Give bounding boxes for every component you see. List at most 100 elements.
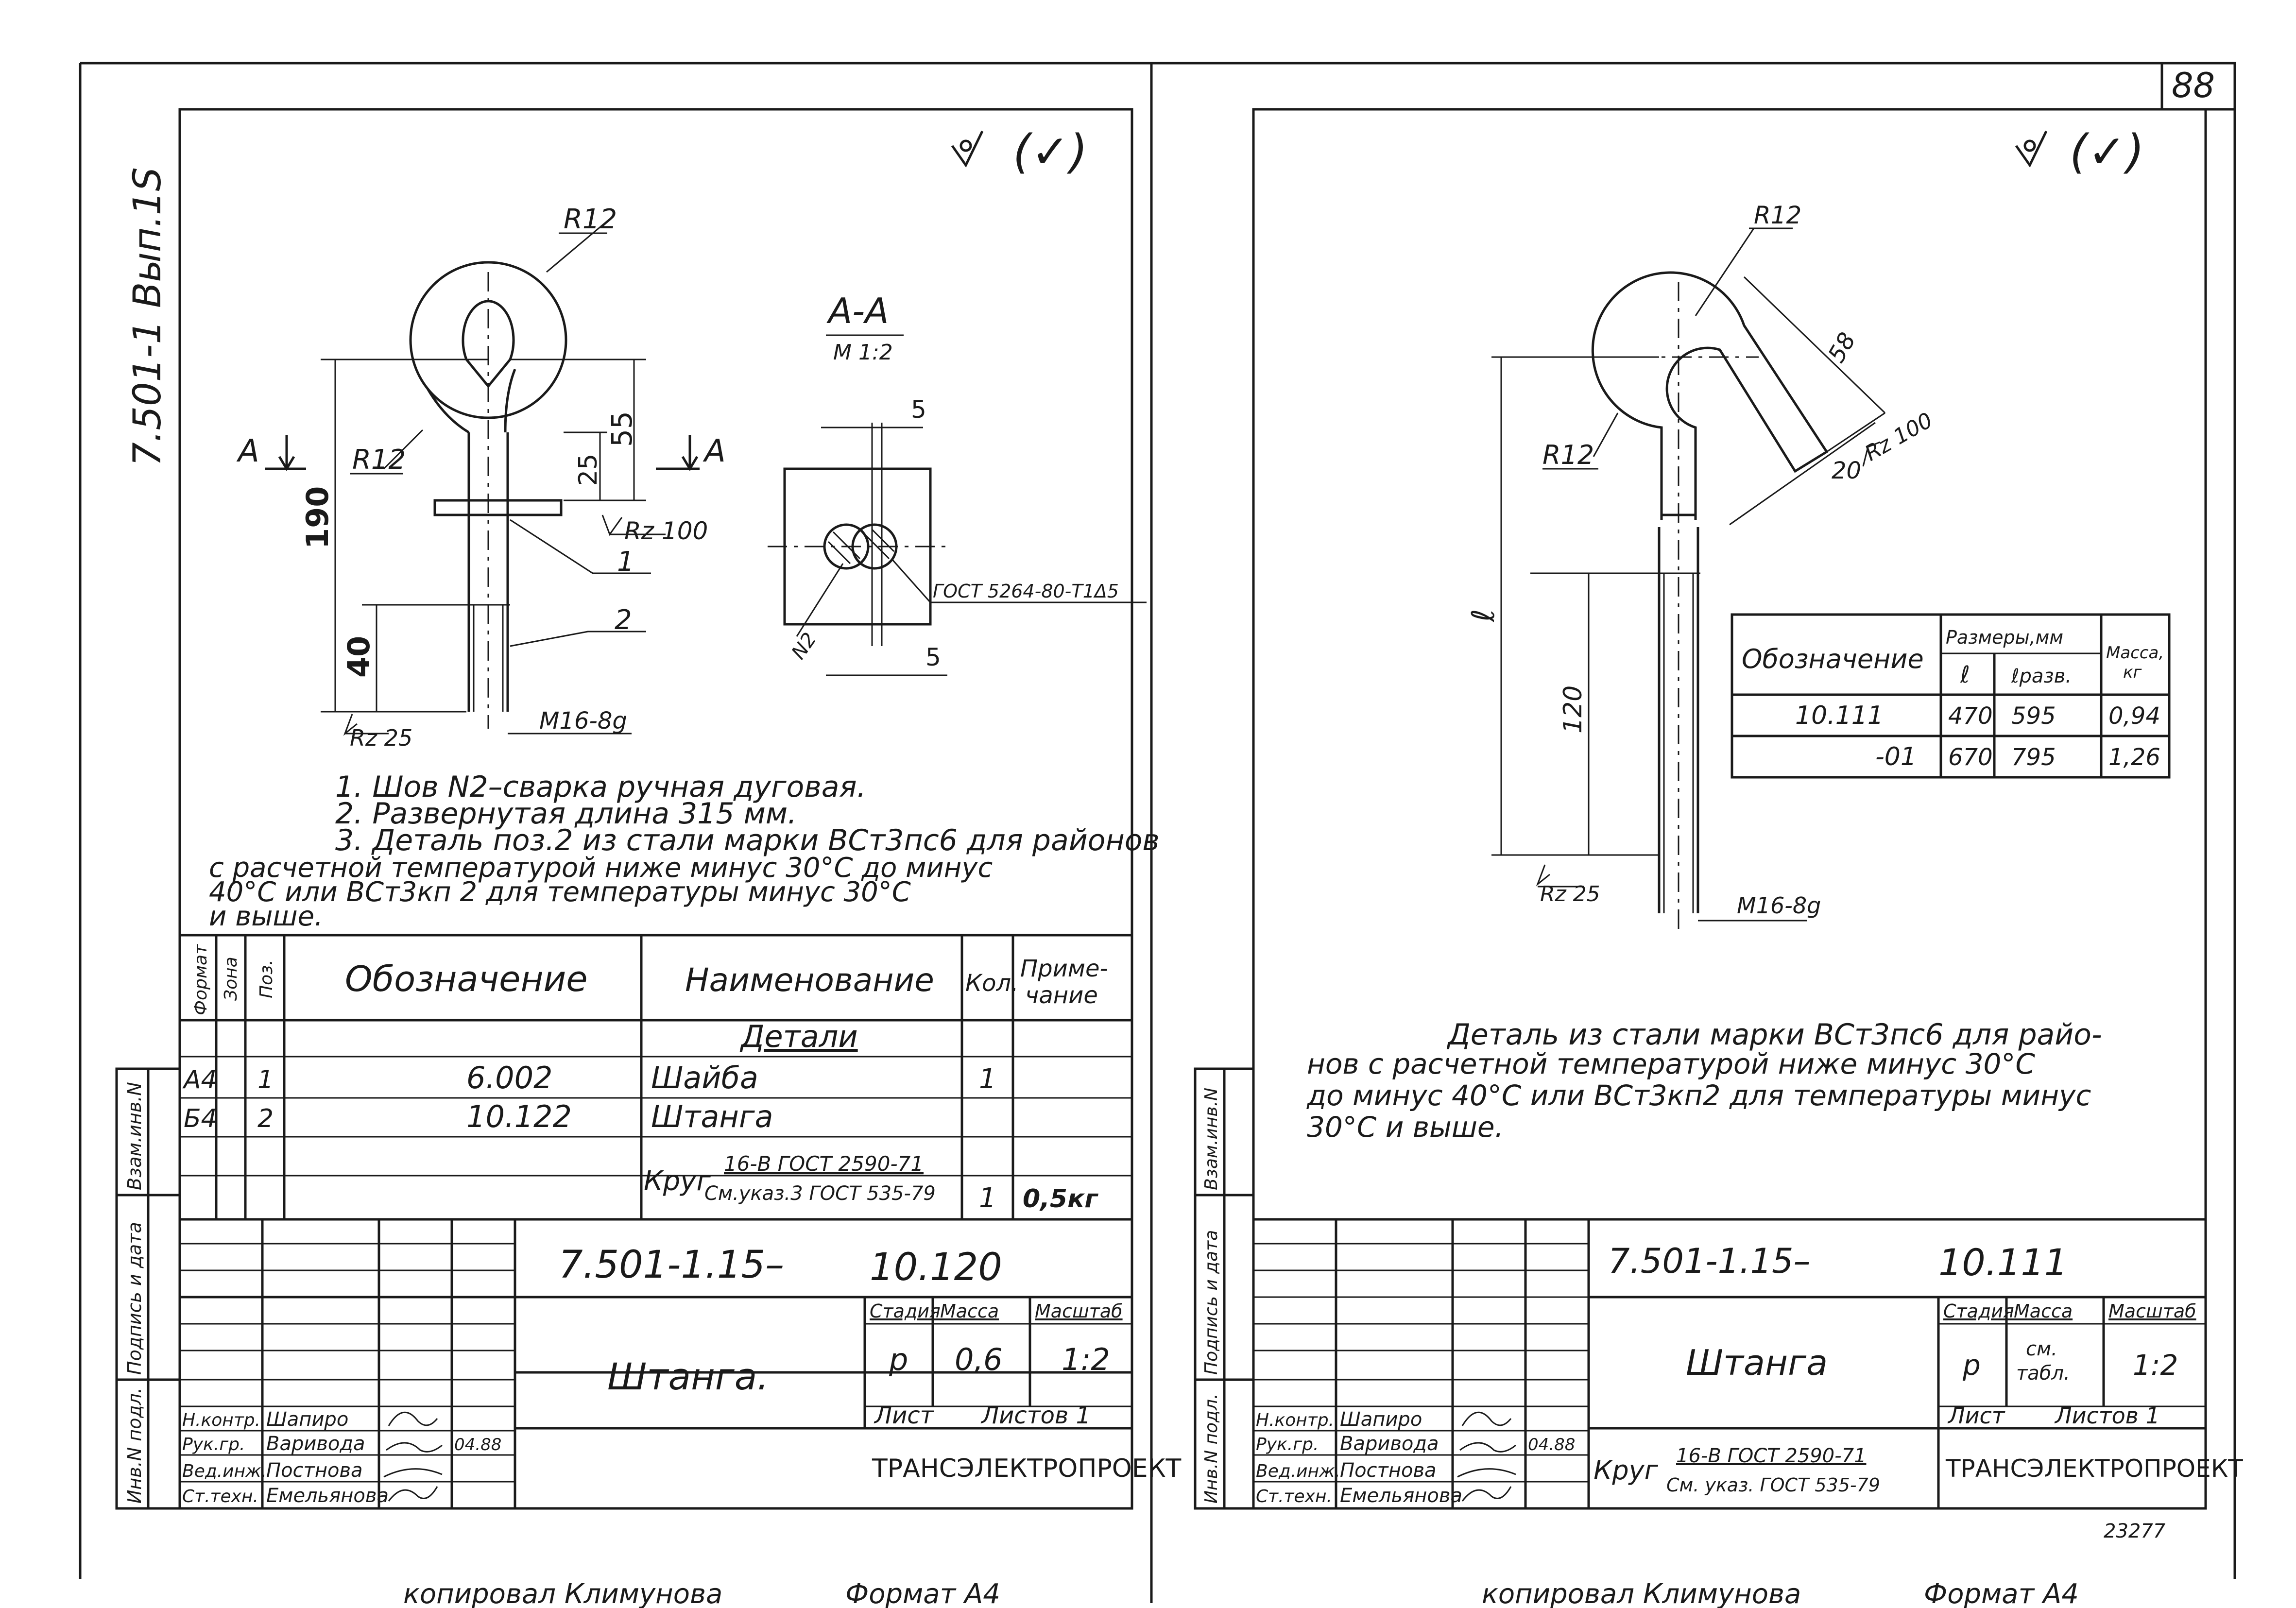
svg-text:Шапиро: Шапиро: [266, 1408, 348, 1431]
svg-text:Н.контр.: Н.контр.: [1256, 1410, 1334, 1430]
svg-text:2: 2: [615, 604, 632, 636]
svg-text:23277: 23277: [2104, 1520, 2166, 1542]
left-side-label: 7.501-1 Вып.1S: [126, 167, 170, 466]
svg-text:Вед.инж.: Вед.инж.: [1256, 1461, 1340, 1481]
right-mass-line1: см.: [2026, 1338, 2057, 1360]
svg-text:Постнова: Постнова: [1340, 1459, 1437, 1482]
svg-text:1: 1: [257, 1065, 274, 1095]
svg-text:R12: R12: [564, 204, 617, 235]
svg-text:(✓): (✓): [1013, 125, 1088, 179]
left-signature-1: [388, 1411, 438, 1426]
svg-text:16-В ГОСТ 2590-71: 16-В ГОСТ 2590-71: [724, 1152, 924, 1176]
svg-text:10.120: 10.120: [870, 1246, 1002, 1289]
svg-text:0,6: 0,6: [955, 1342, 1003, 1377]
left-side-stamp: Взам.инв.N Подпись и дата Инв.N подл.: [115, 1067, 181, 1510]
svg-text:25: 25: [574, 454, 603, 486]
svg-text:Штанга.: Штанга.: [607, 1355, 769, 1398]
right-signature-4: [1461, 1486, 1512, 1502]
right-signature-3: [1457, 1468, 1516, 1478]
left-signature-2: [386, 1442, 443, 1453]
left-signature-4: [388, 1486, 438, 1502]
svg-text:595: 595: [2011, 702, 2056, 730]
svg-text:Формат А4: Формат А4: [1924, 1578, 2079, 1608]
svg-text:Формат: Формат: [191, 944, 211, 1015]
svg-text:См.указ.3 ГОСТ 535-79: См.указ.3 ГОСТ 535-79: [704, 1182, 936, 1205]
page-number-box: [2160, 62, 2236, 111]
svg-text:ℓразв.: ℓразв.: [2011, 665, 2072, 687]
svg-text:Круг: Круг: [1593, 1455, 1659, 1486]
svg-text:20: 20: [1832, 457, 1861, 484]
svg-text:Зона: Зона: [221, 957, 241, 1001]
right-side-stamp: Взам.инв.N Подпись и дата Инв.N подл.: [1194, 1067, 1255, 1510]
svg-text:Rz 25: Rz 25: [1540, 882, 1600, 907]
svg-text:10.111: 10.111: [1938, 1241, 2068, 1284]
svg-text:Ст.техн.: Ст.техн.: [1256, 1487, 1332, 1506]
j-bolt-view: ℓ 120 58 20 Rz 100 R12 R12 Rz 25 M16-8g: [1466, 201, 1937, 933]
svg-text:Емельянова: Емельянова: [1340, 1485, 1462, 1507]
svg-text:с расчетной температурой ниже: с расчетной температурой ниже минус 30°С…: [209, 852, 993, 884]
svg-text:Rz 100: Rz 100: [624, 517, 708, 545]
svg-text:Стадия: Стадия: [1943, 1300, 2014, 1322]
svg-text:1: 1: [979, 1063, 996, 1095]
left-drawing-frame: [178, 108, 1133, 1510]
svg-text:04.88: 04.88: [1528, 1435, 1575, 1454]
sheet-frame: [79, 62, 2236, 1603]
svg-text:Ст.техн.: Ст.техн.: [182, 1487, 258, 1506]
svg-text:190: 190: [300, 486, 335, 549]
svg-text:A: A: [236, 433, 259, 469]
svg-text:R12: R12: [1754, 201, 1801, 229]
svg-text:р: р: [889, 1342, 908, 1377]
svg-text:Деталь из стали марки ВСт3пс6: Деталь из стали марки ВСт3пс6 для райо-: [1446, 1018, 2102, 1052]
svg-text:-01: -01: [1875, 742, 1917, 771]
svg-text:Варивода: Варивода: [266, 1433, 365, 1455]
svg-text:M 1:2: M 1:2: [833, 340, 893, 365]
svg-text:R12: R12: [352, 444, 406, 476]
svg-text:Подпись и дата: Подпись и дата: [124, 1222, 145, 1375]
svg-text:ℓ: ℓ: [1466, 609, 1502, 622]
svg-text:5: 5: [925, 643, 941, 671]
svg-text:1:2: 1:2: [2133, 1349, 2178, 1382]
svg-text:795: 795: [2011, 744, 2056, 771]
left-title-block: 7.501-1.15– 10.120 Штанга. Стадия Масса …: [180, 1219, 1182, 1508]
svg-text:(✓): (✓): [2070, 125, 2144, 179]
svg-text:A: A: [703, 433, 726, 469]
svg-text:Взам.инв.N: Взам.инв.N: [1201, 1088, 1221, 1190]
svg-text:M16-8g: M16-8g: [1737, 892, 1821, 919]
svg-text:2: 2: [257, 1104, 274, 1133]
svg-text:10.122: 10.122: [466, 1099, 572, 1134]
svg-text:3. Деталь поз.2 из стали марки: 3. Деталь поз.2 из стали марки ВСт3пс6 д…: [335, 823, 1160, 857]
right-signature-2: [1459, 1442, 1516, 1453]
svg-text:Шайба: Шайба: [651, 1060, 758, 1095]
svg-text:0,94: 0,94: [2108, 702, 2160, 730]
svg-text:04.88: 04.88: [454, 1435, 501, 1454]
svg-text:1. Шов N2–сварка ручная дугова: 1. Шов N2–сварка ручная дуговая.: [335, 770, 866, 804]
svg-text:Масштаб: Масштаб: [1035, 1300, 1123, 1322]
svg-text:Поз.: Поз.: [257, 959, 276, 998]
svg-text:Детали: Детали: [739, 1019, 858, 1054]
size-table: Обозначение Размеры,мм ℓ ℓразв. Масса, к…: [1731, 613, 2171, 779]
right-mass-line2: табл.: [2016, 1362, 2070, 1385]
svg-text:5: 5: [911, 395, 926, 424]
svg-text:Rz 100: Rz 100: [1861, 408, 1937, 466]
svg-text:Обозначение: Обозначение: [345, 958, 588, 999]
svg-text:Стадия: Стадия: [870, 1300, 941, 1322]
svg-text:р: р: [1962, 1349, 1981, 1382]
right-drawing-frame: [1252, 108, 2207, 1510]
svg-text:копировал Климунова: копировал Климунова: [1482, 1578, 1801, 1608]
svg-text:Б4: Б4: [184, 1104, 217, 1133]
svg-text:Емельянова: Емельянова: [266, 1485, 389, 1507]
eye-bolt-view: 190 40 55 25 R12 R12 Rz 100 1 2: [236, 204, 726, 751]
svg-text:0,5кг: 0,5кг: [1023, 1184, 1098, 1214]
left-spec-table: Формат Зона Поз. Обозначение Наименовани…: [180, 934, 1132, 1221]
svg-text:и выше.: и выше.: [209, 901, 323, 932]
svg-text:копировал Климунова: копировал Климунова: [403, 1578, 722, 1608]
svg-text:Листов 1: Листов 1: [980, 1402, 1091, 1429]
right-surface-mark: (✓): [2015, 125, 2144, 179]
mass-header-1: Масса,: [2106, 643, 2164, 663]
svg-text:ℓ: ℓ: [1960, 661, 1970, 688]
svg-text:40°С или ВСт3кп 2 для темпера: 40°С или ВСт3кп 2 для температуры минус …: [209, 876, 911, 908]
svg-text:Масса: Масса: [2014, 1300, 2073, 1322]
svg-text:2. Развернутая длина 315 мм.: 2. Развернутая длина 315 мм.: [335, 797, 797, 831]
svg-text:7.501-1.15–: 7.501-1.15–: [559, 1243, 784, 1287]
svg-text:Размеры,мм: Размеры,мм: [1946, 627, 2063, 648]
